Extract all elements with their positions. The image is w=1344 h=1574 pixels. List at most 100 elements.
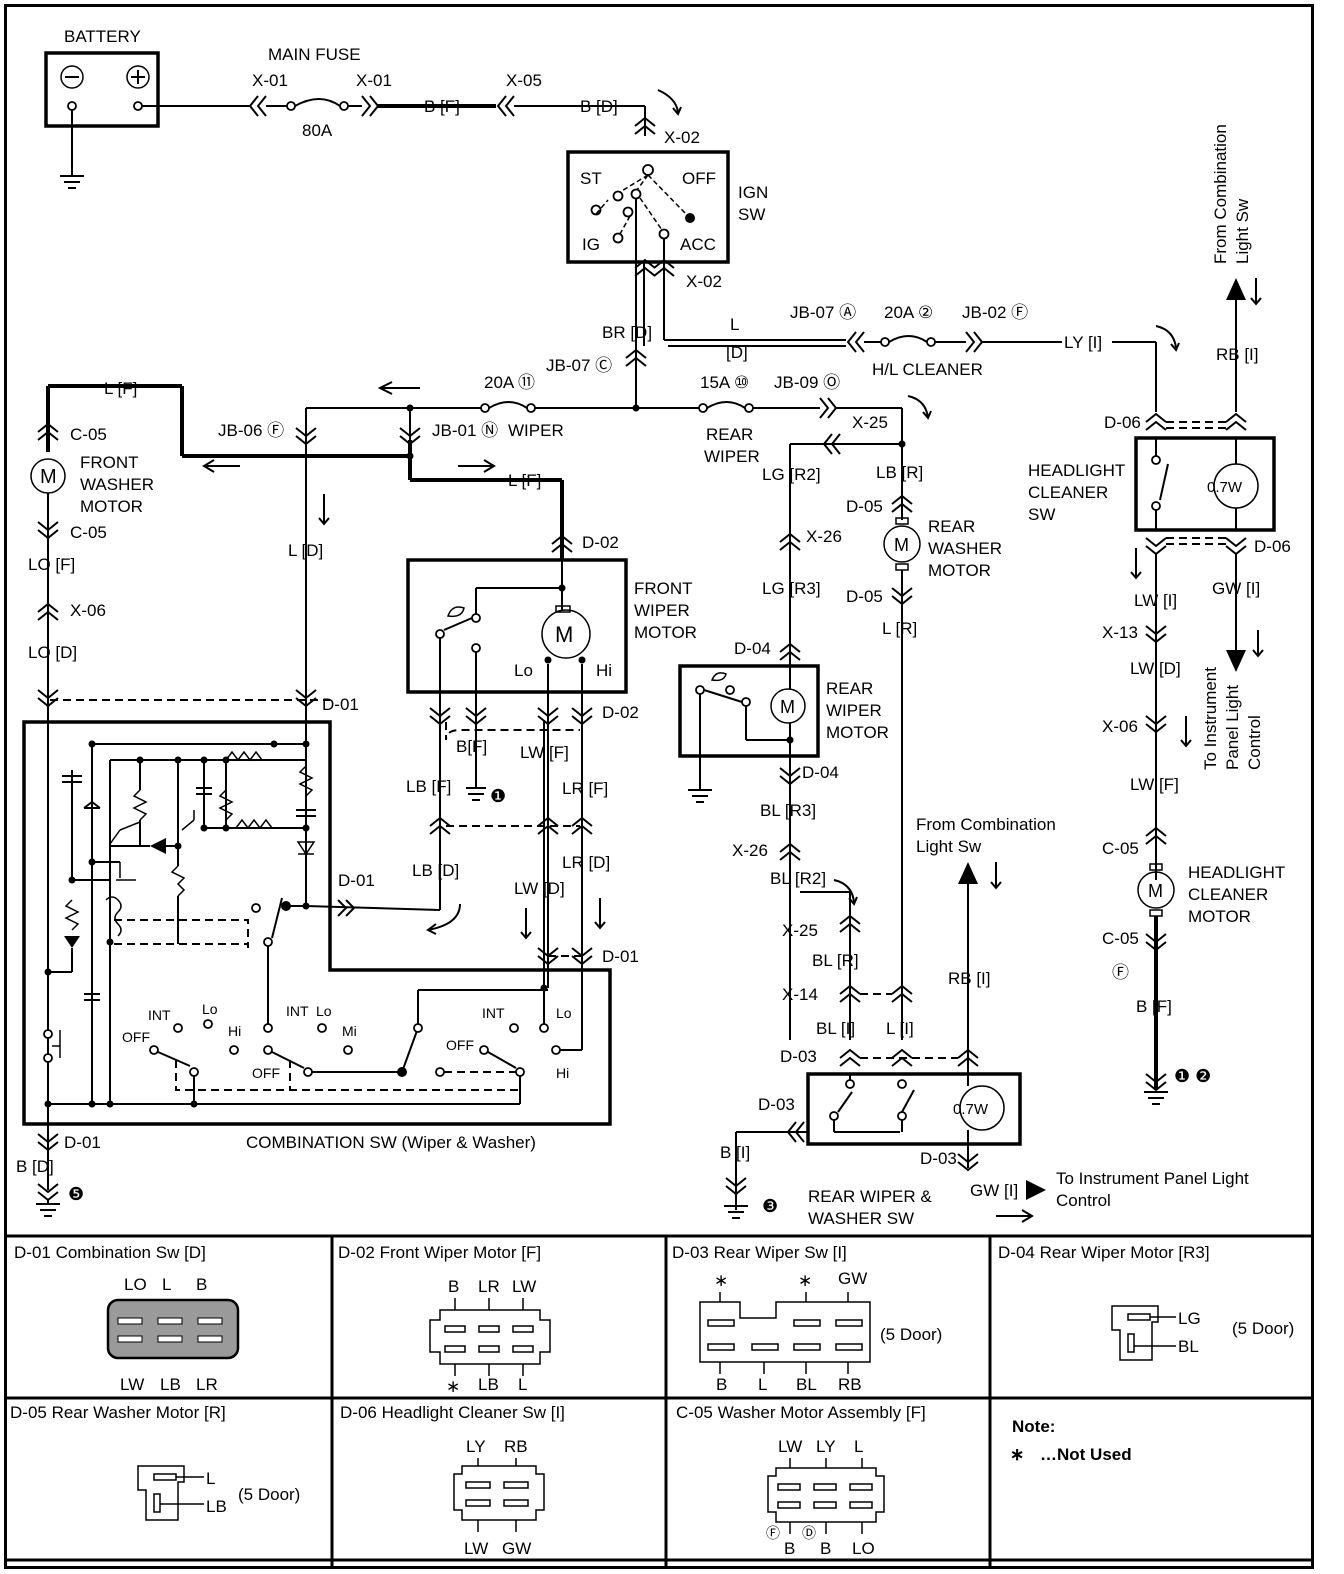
pos-label: Hi bbox=[556, 1065, 569, 1081]
connector-label: C-05 bbox=[1102, 839, 1139, 858]
wire-label: L [D] bbox=[288, 541, 323, 560]
connector-label: X-13 bbox=[1102, 623, 1138, 642]
pin-label: B bbox=[196, 1275, 207, 1294]
rear-wiper-washer-switch: 0.7W bbox=[806, 1072, 1022, 1168]
component-label: MOTOR bbox=[826, 723, 889, 742]
wire-label: B[F] bbox=[456, 737, 487, 756]
connector-label: D-06 bbox=[1254, 537, 1291, 556]
pin-label: B bbox=[784, 1539, 795, 1558]
connector-label: X-02 bbox=[686, 272, 722, 291]
fuse-name: WIPER bbox=[704, 447, 760, 466]
fuse-rating: 80A bbox=[302, 121, 333, 140]
connector-label: D-02 bbox=[582, 533, 619, 552]
connector-label: X-05 bbox=[506, 71, 542, 90]
headlight-cleaner-switch: 0.7W bbox=[1134, 436, 1276, 532]
ign-sw-label: SW bbox=[738, 205, 765, 224]
pin-label: ∗ bbox=[798, 1271, 812, 1290]
pin-label: GW bbox=[838, 1269, 867, 1288]
table-cell-title: D-01 Combination Sw [D] bbox=[14, 1243, 206, 1262]
wire-label: LR [F] bbox=[562, 779, 608, 798]
connector-label: X-06 bbox=[70, 601, 106, 620]
pin-label: BL bbox=[1178, 1337, 1199, 1356]
ignition-switch: ST OFF IG ACC IGN SW bbox=[566, 150, 768, 264]
ground-label: ❺ bbox=[68, 1184, 84, 1204]
connector-label: X-26 bbox=[732, 841, 768, 860]
ground-label: ❸ bbox=[762, 1196, 778, 1216]
component-label: MOTOR bbox=[1188, 907, 1251, 926]
wire-label: BL [I] bbox=[816, 1019, 855, 1038]
battery: BATTERY bbox=[44, 27, 160, 189]
pin-label: B bbox=[820, 1539, 831, 1558]
pin-label: LY bbox=[816, 1437, 836, 1456]
ign-ig: IG bbox=[582, 235, 600, 254]
connector-label: JB-09 Ⓞ bbox=[774, 373, 840, 392]
fuse-name: H/L CLEANER bbox=[872, 360, 983, 379]
wire-label: LG [R3] bbox=[762, 579, 821, 598]
connector-label: D-03 bbox=[920, 1149, 957, 1168]
pin-label: LB bbox=[160, 1375, 181, 1394]
hi-label: Hi bbox=[596, 661, 612, 680]
wire-label: B [F] bbox=[424, 97, 460, 116]
lamp-rating: 0.7W bbox=[953, 1101, 989, 1118]
connector-label: D-01 bbox=[64, 1133, 101, 1152]
connector-label: D-01 bbox=[322, 695, 359, 714]
wire-label: LB [F] bbox=[406, 777, 451, 796]
note-title: Note: bbox=[1012, 1417, 1055, 1436]
wire-label: GW [I] bbox=[970, 1181, 1018, 1200]
pin-label: LW bbox=[778, 1437, 802, 1456]
pos-label: OFF bbox=[122, 1029, 150, 1045]
pin-label: LO bbox=[852, 1539, 875, 1558]
connector-label: D-01 bbox=[338, 871, 375, 890]
combination-switch: COMBINATION SW (Wiper & Washer) D-01 bbox=[22, 689, 612, 1152]
lamp-rating: 0.7W bbox=[1207, 479, 1243, 496]
connector-label: X-06 bbox=[1102, 717, 1138, 736]
component-label: REAR WIPER & bbox=[808, 1187, 932, 1206]
marker-label: Ⓕ bbox=[1112, 963, 1129, 982]
fuse-rating: 20A ② bbox=[884, 303, 933, 322]
wire-label: GW [I] bbox=[1212, 579, 1260, 598]
wire-label: LO [F] bbox=[28, 555, 75, 574]
front-wiper-motor: FRONT WIPER MOTOR M Lo Hi bbox=[406, 558, 697, 720]
wire-label: L [R] bbox=[882, 619, 917, 638]
pin-label: GW bbox=[502, 1539, 531, 1558]
pos-label: OFF bbox=[252, 1065, 280, 1081]
wire-label: LW [D] bbox=[1130, 659, 1181, 678]
connector-label: JB-02 Ⓕ bbox=[962, 303, 1028, 322]
wire-label: L bbox=[730, 315, 739, 334]
wire-label: LB [D] bbox=[412, 861, 459, 880]
connector-label: D-04 bbox=[802, 763, 839, 782]
connector-label: D-02 bbox=[602, 703, 639, 722]
note-label: Panel Light bbox=[1223, 685, 1242, 770]
connector-label: X-26 bbox=[806, 527, 842, 546]
diagram-frame bbox=[4, 4, 1314, 1569]
pos-label: Lo bbox=[202, 1001, 218, 1017]
connector-label: JB-01 Ⓝ bbox=[432, 421, 498, 440]
fuse-name: WIPER bbox=[508, 421, 564, 440]
connector-table: D-01 Combination Sw [D] LO L B LW LB LR … bbox=[4, 1234, 1314, 1569]
component-label: HEADLIGHT bbox=[1188, 863, 1285, 882]
component-label: FRONT bbox=[634, 579, 693, 598]
pin-label: LG bbox=[1178, 1309, 1201, 1328]
wire-label: LB [R] bbox=[876, 463, 923, 482]
pin-mark: Ⓓ bbox=[802, 1525, 816, 1541]
note-text: …Not Used bbox=[1040, 1445, 1132, 1464]
pin-label: LB bbox=[206, 1497, 227, 1516]
wire-label: LG [R2] bbox=[762, 465, 821, 484]
table-cell-title: D-02 Front Wiper Motor [F] bbox=[338, 1243, 541, 1262]
component-label: CLEANER bbox=[1028, 483, 1108, 502]
pin-label: ∗ bbox=[446, 1377, 460, 1396]
pin-label: B bbox=[448, 1277, 459, 1296]
pin-label: L bbox=[206, 1469, 215, 1488]
connector-label: D-06 bbox=[1104, 413, 1141, 432]
pin-label: LW bbox=[464, 1539, 488, 1558]
pin-label: LW bbox=[512, 1277, 536, 1296]
connector-label: X-25 bbox=[852, 413, 888, 432]
variant-note: (5 Door) bbox=[880, 1325, 942, 1344]
pos-label: INT bbox=[148, 1007, 171, 1023]
pin-label: LR bbox=[196, 1375, 218, 1394]
table-cell-title: C-05 Washer Motor Assembly [F] bbox=[676, 1403, 926, 1422]
wire-label: LO [D] bbox=[28, 643, 77, 662]
component-label: WASHER bbox=[928, 539, 1002, 558]
component-label: REAR bbox=[928, 517, 975, 536]
pin-label: LW bbox=[120, 1375, 144, 1394]
